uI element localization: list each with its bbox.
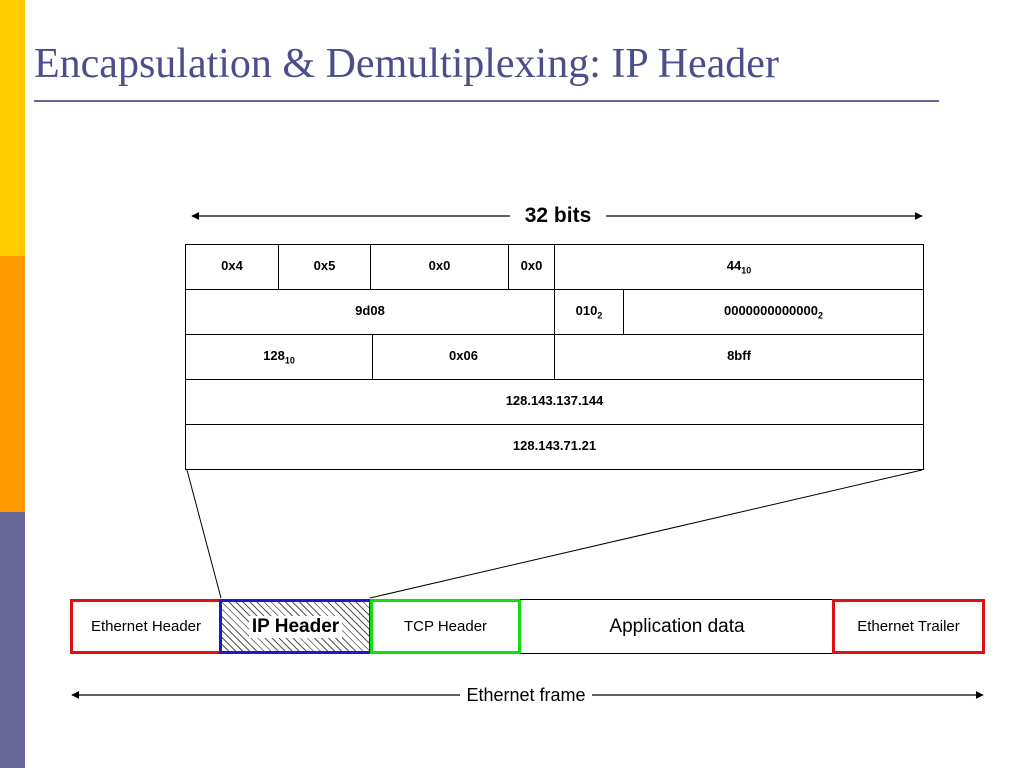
ip-header-table: 0x4 0x5 0x0 0x0 4410 9d08 0102 000000000… xyxy=(185,244,924,470)
field-flags: 0102 xyxy=(555,290,624,334)
field-ecn: 0x0 xyxy=(509,245,555,289)
accent-bar-yellow xyxy=(0,0,25,256)
application-data-label: Application data xyxy=(609,615,745,637)
accent-bar-orange xyxy=(0,256,25,512)
field-ttl: 12810 xyxy=(186,335,373,379)
field-identification: 9d08 xyxy=(186,290,555,334)
header-width-label: 32 bits xyxy=(510,202,606,230)
ethernet-trailer-label: Ethernet Trailer xyxy=(857,618,960,635)
ethernet-frame-label: Ethernet frame xyxy=(460,684,592,706)
frame-tcp-header: TCP Header xyxy=(370,599,521,654)
frame-ethernet-trailer: Ethernet Trailer xyxy=(832,599,985,654)
field-header-checksum: 8bff xyxy=(727,348,751,363)
field-fragment-offset: 00000000000002 xyxy=(723,303,823,321)
field-version: 0x4 xyxy=(186,245,279,289)
field-tos: 0x0 xyxy=(371,245,509,289)
field-protocol: 0x06 xyxy=(373,335,555,379)
zoom-line-right xyxy=(369,469,923,599)
ip-header-row-3: 12810 0x06 8bff xyxy=(186,335,923,380)
frame-application-data: Application data xyxy=(520,599,834,654)
slide-title: Encapsulation & Demultiplexing: IP Heade… xyxy=(34,41,779,87)
frame-ip-header: IP Header xyxy=(219,599,372,654)
title-underline xyxy=(34,100,939,102)
frame-ethernet-header: Ethernet Header xyxy=(70,599,222,654)
ip-header-row-4: 128.143.137.144 xyxy=(186,380,923,425)
ip-header-row-1: 0x4 0x5 0x0 0x0 4410 xyxy=(186,245,923,290)
ip-header-row-2: 9d08 0102 00000000000002 xyxy=(186,290,923,335)
ip-header-label: IP Header xyxy=(248,615,343,638)
accent-bar-purple xyxy=(0,512,25,768)
field-total-length: 4410 xyxy=(726,258,752,276)
ip-header-row-5: 128.143.71.21 xyxy=(186,425,923,469)
zoom-line-left xyxy=(186,469,222,599)
field-header-length: 0x5 xyxy=(279,245,371,289)
tcp-header-label: TCP Header xyxy=(403,618,488,635)
field-destination-address: 128.143.71.21 xyxy=(512,438,597,453)
ethernet-header-label: Ethernet Header xyxy=(90,618,202,635)
field-source-address: 128.143.137.144 xyxy=(505,393,604,408)
